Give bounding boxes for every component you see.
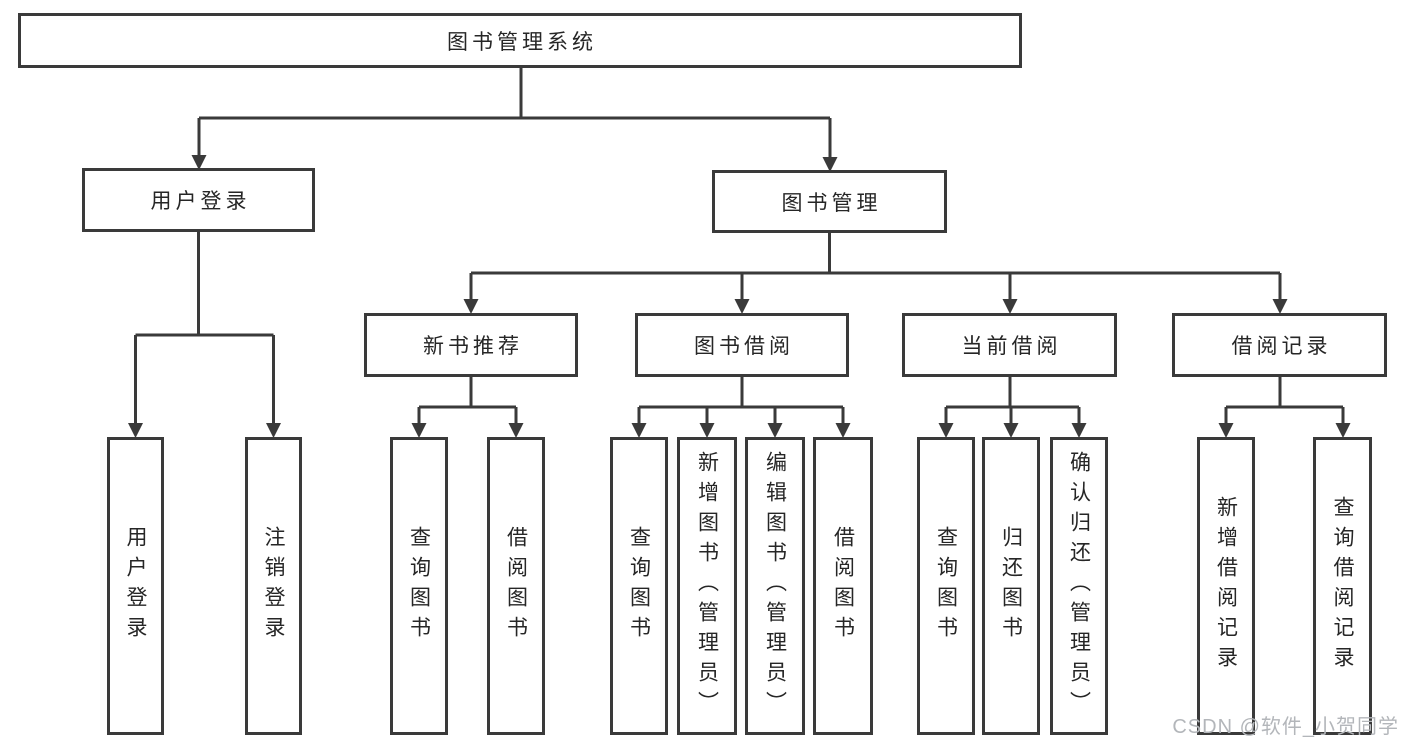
node-query-books-current: 查询图书 <box>917 437 975 735</box>
node-user-login-group: 用户登录 <box>82 168 315 232</box>
node-query-borrow-record: 查询借阅记录 <box>1313 437 1372 735</box>
node-label: 当前借阅 <box>961 335 1062 358</box>
node-label: 查询借阅记录 <box>1331 496 1354 676</box>
node-label: 新书推荐 <box>423 335 523 358</box>
node-label: 编辑图书（管理员） <box>763 451 787 721</box>
node-label: 图书借阅 <box>694 335 794 358</box>
arrowheads <box>128 155 1351 438</box>
node-logout-login: 注销登录 <box>245 437 302 735</box>
node-borrow-books-borrow: 借阅图书 <box>813 437 873 735</box>
node-borrow-books-recommend: 借阅图书 <box>487 437 545 735</box>
node-book-borrowing: 图书借阅 <box>635 313 849 377</box>
node-label: 图书管理 <box>781 191 882 215</box>
node-borrowing-records: 借阅记录 <box>1172 313 1387 377</box>
node-label: 查询图书 <box>934 526 958 646</box>
node-current-borrowing: 当前借阅 <box>902 313 1117 377</box>
node-label: 借阅记录 <box>1231 335 1332 358</box>
node-edit-book-admin: 编辑图书（管理员） <box>745 437 805 735</box>
node-book-management: 图书管理 <box>712 170 947 233</box>
node-label: 借阅图书 <box>504 526 528 646</box>
node-label: 图书管理系统 <box>447 30 597 54</box>
node-label: 新增借阅记录 <box>1214 496 1238 676</box>
node-add-borrow-record: 新增借阅记录 <box>1197 437 1255 735</box>
node-label: 用户登录 <box>124 526 147 646</box>
node-label: 查询图书 <box>627 526 651 646</box>
node-user-login: 用户登录 <box>107 437 164 735</box>
node-label: 用户登录 <box>150 190 251 213</box>
node-label: 查询图书 <box>407 526 431 646</box>
csdn-watermark: CSDN @软件_小贺同学 <box>1172 716 1399 738</box>
node-query-books-borrow: 查询图书 <box>610 437 668 735</box>
node-return-books: 归还图书 <box>982 437 1040 735</box>
node-root: 图书管理系统 <box>18 13 1022 68</box>
node-label: 归还图书 <box>999 526 1023 646</box>
node-add-book-admin: 新增图书（管理员） <box>677 437 737 735</box>
node-label: 借阅图书 <box>831 526 855 646</box>
node-query-books-recommend: 查询图书 <box>390 437 448 735</box>
node-new-book-recommendation: 新书推荐 <box>364 313 578 377</box>
node-label: 新增图书（管理员） <box>695 451 719 721</box>
node-confirm-return-admin: 确认归还（管理员） <box>1050 437 1108 735</box>
node-label: 注销登录 <box>262 526 285 646</box>
node-label: 确认归还（管理员） <box>1067 451 1091 721</box>
